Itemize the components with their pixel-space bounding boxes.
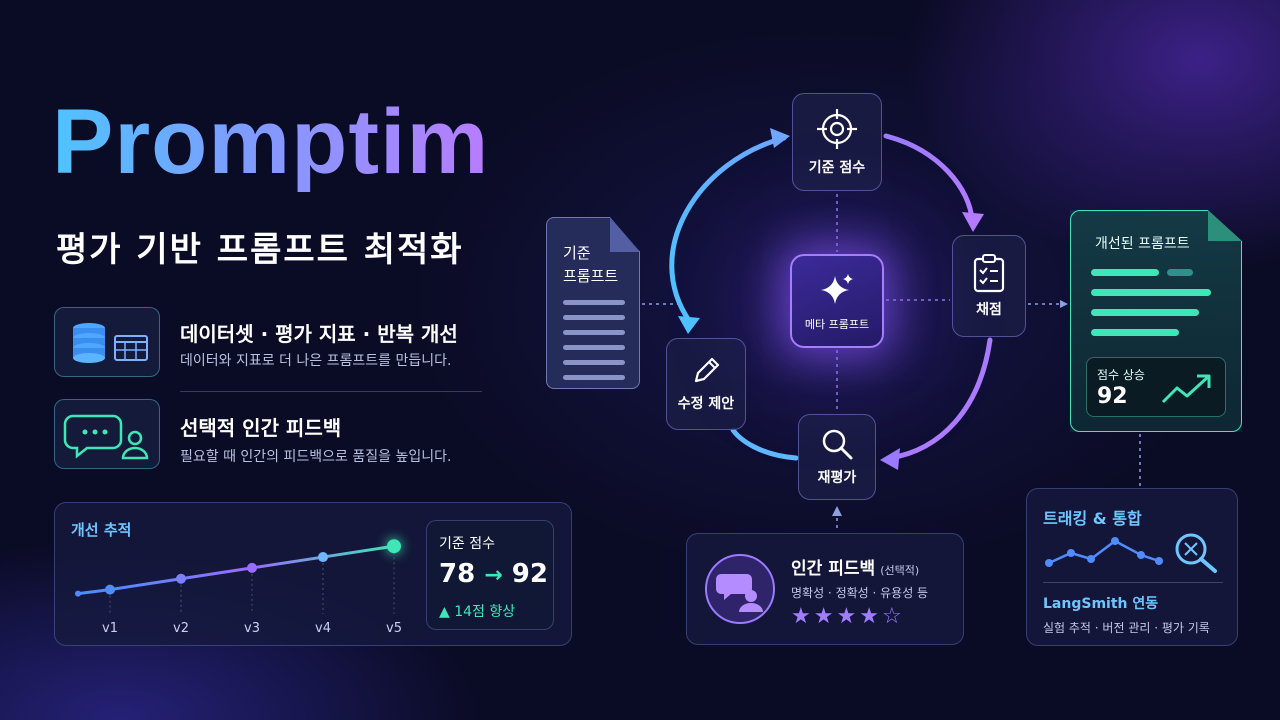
clipboard-check-icon [973, 254, 1005, 293]
score-to: 92 [511, 559, 548, 589]
node-scoring: 채점 [952, 235, 1026, 337]
chart-x-tick-label: v1 [102, 621, 118, 636]
score-delta: ▲ 14점 향상 [439, 604, 516, 620]
search-icon [822, 429, 853, 460]
score-up-label: 점수 상승 [1097, 368, 1145, 382]
human-feedback-note: (선택적) [880, 564, 920, 577]
doc-text-lines [563, 300, 625, 389]
node-suggest-edit: 수정 제안 [666, 338, 746, 430]
tracking-divider [1043, 582, 1223, 583]
node-reevaluate: 재평가 [798, 414, 876, 500]
tracking-card: 트래킹 & 통합 LangSmith 연동 실험 추적 · 버전 관리 · 평가… [1026, 488, 1238, 646]
baseline-doc-line1: 기준 [563, 244, 591, 262]
chart-point [318, 552, 328, 563]
node-label-meta: 메타 프롬프트 [804, 318, 870, 331]
node-label-scoring: 채점 [976, 302, 1002, 318]
trend-up-icon [1161, 374, 1211, 404]
text-bar [1091, 269, 1159, 276]
sparkle-icon [821, 274, 853, 304]
node-meta-prompt: 메타 프롬프트 [790, 254, 884, 348]
progress-line-chart: v1 v2 v3 v4 v5 [75, 539, 402, 636]
star-filled-icon: ★ [791, 604, 811, 629]
arrowhead-left [678, 316, 700, 334]
star-empty-icon: ☆ [881, 604, 902, 629]
arrow-right-bottom [887, 337, 993, 461]
chart-point [387, 539, 401, 554]
node-label-reevaluate: 재평가 [817, 470, 857, 486]
feature-title-dataset: 데이터셋 · 평가 지표 · 반복 개선 [180, 322, 458, 346]
feature-title-feedback: 선택적 인간 피드백 [180, 416, 342, 440]
chat-person-icon [54, 399, 160, 469]
tracking-title: 트래킹 & 통합 [1043, 509, 1142, 528]
chart-x-tick-label: v4 [315, 621, 331, 636]
star-filled-icon: ★ [859, 604, 879, 629]
chart-x-tick-label: v5 [386, 621, 402, 636]
target-icon [817, 109, 857, 149]
feature-desc-feedback: 필요할 때 인간의 피드백으로 품질을 높입니다. [180, 449, 452, 465]
chart-point [247, 562, 257, 573]
arrow-left-top [669, 135, 787, 325]
node-label-suggest: 수정 제안 [677, 396, 735, 412]
chart-lead-line [77, 588, 111, 596]
score-arrow: → [484, 563, 503, 588]
star-rating: ★★★★☆ [791, 604, 905, 629]
node-label-baseline: 기준 점수 [808, 160, 866, 176]
chart-point [176, 573, 186, 584]
arrowhead-bottom [880, 448, 900, 470]
node-baseline-score: 기준 점수 [792, 93, 882, 191]
human-feedback-desc: 명확성 · 정확성 · 유용성 등 [791, 586, 929, 600]
score-from: 78 [439, 559, 476, 589]
text-bar [1091, 309, 1199, 316]
pencil-icon [694, 357, 720, 383]
star-filled-icon: ★ [836, 604, 857, 629]
baseline-box-title: 기준 점수 [439, 536, 495, 552]
text-bar [1091, 289, 1211, 296]
chart-title: 개선 추적 [71, 521, 132, 539]
score-up-value: 92 [1097, 384, 1128, 409]
chart-lead-point [75, 590, 81, 597]
feedback-person-icon [705, 554, 775, 624]
tracking-graph-icon [1045, 533, 1217, 573]
text-bar [1167, 269, 1193, 276]
improved-doc-title: 개선된 프롬프트 [1095, 236, 1190, 252]
arrowhead-right [962, 212, 984, 232]
feature-divider [180, 391, 482, 392]
text-bar [1091, 329, 1179, 336]
brand-title: Promptim [52, 91, 490, 193]
star-filled-icon: ★ [813, 604, 834, 629]
score-up-box: 점수 상승 92 [1086, 357, 1226, 417]
tracking-desc: 실험 추적 · 버전 관리 · 평가 기록 [1043, 621, 1210, 635]
human-feedback-title: 인간 피드백 [791, 559, 876, 579]
chart-point [105, 584, 115, 595]
chart-x-tick-label: v2 [173, 621, 189, 636]
tracking-subtitle: LangSmith 연동 [1043, 596, 1159, 612]
baseline-doc-line2: 프롬프트 [563, 266, 619, 285]
chart-x-tick-label: v3 [244, 621, 260, 636]
arrowhead-top [770, 128, 790, 148]
human-feedback-card: 인간 피드백 (선택적) 명확성 · 정확성 · 유용성 등 ★★★★☆ [686, 533, 964, 645]
database-table-icon [54, 307, 160, 377]
arrow-top-right [883, 133, 975, 223]
arrow-bottom-left [730, 427, 799, 461]
feature-desc-dataset: 데이터와 지표로 더 나은 프롬프트를 만듭니다. [180, 353, 452, 369]
baseline-score-box: 기준 점수 78 → 92 ▲ 14점 향상 [426, 520, 554, 630]
page-subtitle: 평가 기반 프롬프트 최적화 [56, 230, 464, 270]
